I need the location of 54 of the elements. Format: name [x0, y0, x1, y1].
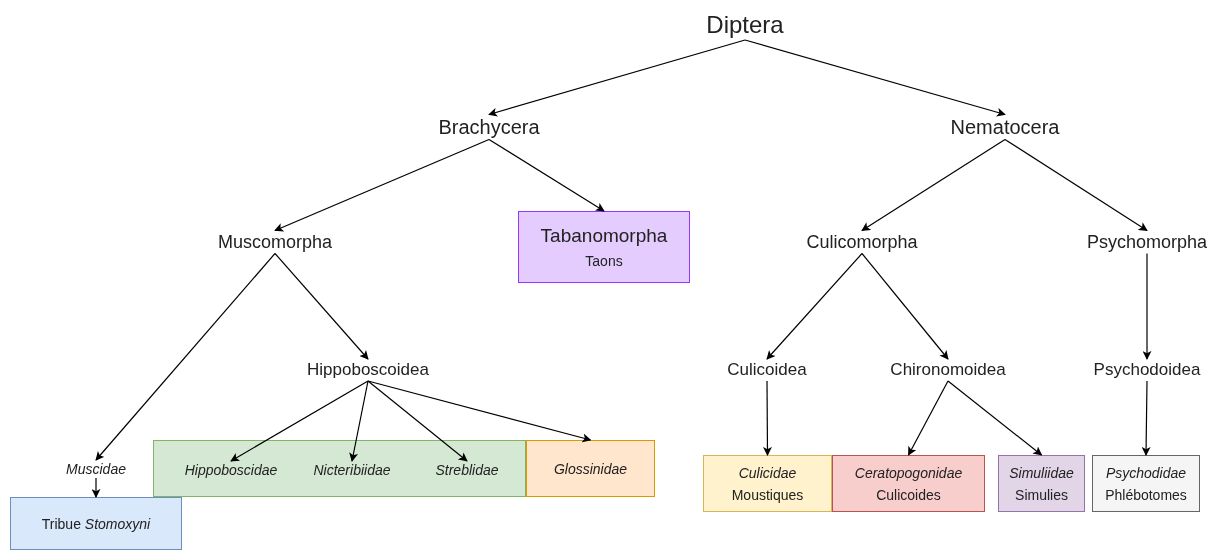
taxon-box: [832, 455, 985, 512]
arrow: [488, 138, 605, 212]
arrow: [488, 39, 746, 117]
taxon-box: [998, 455, 1085, 512]
taxon-label: Chironomoidea: [888, 359, 1008, 381]
taxon-label: Muscomorpha: [216, 230, 334, 254]
taxon-label: Culicomorpha: [804, 230, 920, 254]
arrow: [762, 380, 772, 456]
arrow: [907, 380, 949, 456]
taxon-label: Psychomorpha: [1084, 230, 1210, 254]
taxon-label: Streblidae: [433, 461, 501, 479]
arrow: [367, 380, 592, 443]
common-name: Moustiques: [731, 486, 804, 503]
taxon-label: Nematocera: [948, 114, 1062, 140]
taxon-box: [1092, 455, 1200, 512]
arrow: [367, 380, 468, 462]
common-name: Simulies: [1015, 486, 1068, 503]
arrow: [230, 380, 369, 462]
taxon-name: Psychodidae: [1105, 464, 1187, 481]
taxon-label: Muscidae: [64, 460, 128, 478]
taxon-label: Brachycera: [436, 114, 542, 140]
arrow: [861, 138, 1006, 232]
taxon-label: Psychodoidea: [1091, 359, 1203, 381]
arrow: [91, 477, 101, 498]
taxon-label: Hippoboscidae: [182, 461, 280, 479]
taxon-name: Culicidae: [738, 464, 797, 481]
arrow: [274, 252, 369, 360]
taxon-box: [10, 497, 182, 550]
taxon-box: [518, 211, 690, 283]
arrow: [744, 39, 1006, 117]
common-name: Taons: [585, 253, 623, 269]
arrow: [947, 380, 1043, 456]
group-box: [153, 440, 526, 497]
common-name: Phlébotomes: [1105, 486, 1187, 503]
taxon-box: [526, 440, 655, 497]
arrow: [1004, 138, 1148, 232]
taxon-label: Diptera: [704, 10, 786, 40]
arrow: [861, 252, 949, 360]
taxon-name: Tabanomorpha: [540, 225, 668, 247]
taxon-name: Simuliidae: [1009, 464, 1074, 481]
taxon-label: Nicteribiidae: [311, 461, 393, 479]
arrow: [766, 252, 863, 360]
arrow: [95, 252, 276, 461]
arrow: [349, 380, 369, 462]
arrow: [274, 138, 490, 232]
taxon-name: Ceratopogonidae: [854, 464, 963, 481]
taxon-name: Tribue Stomoxyni: [41, 515, 151, 532]
taxon-label: Hippoboscoidea: [305, 359, 431, 381]
common-name: Culicoides: [876, 486, 941, 503]
taxon-name: Glossinidae: [553, 460, 628, 477]
arrow: [1142, 252, 1152, 360]
arrow: [1141, 380, 1151, 456]
taxon-box: [703, 455, 832, 512]
taxon-label: Culicoidea: [725, 359, 809, 381]
